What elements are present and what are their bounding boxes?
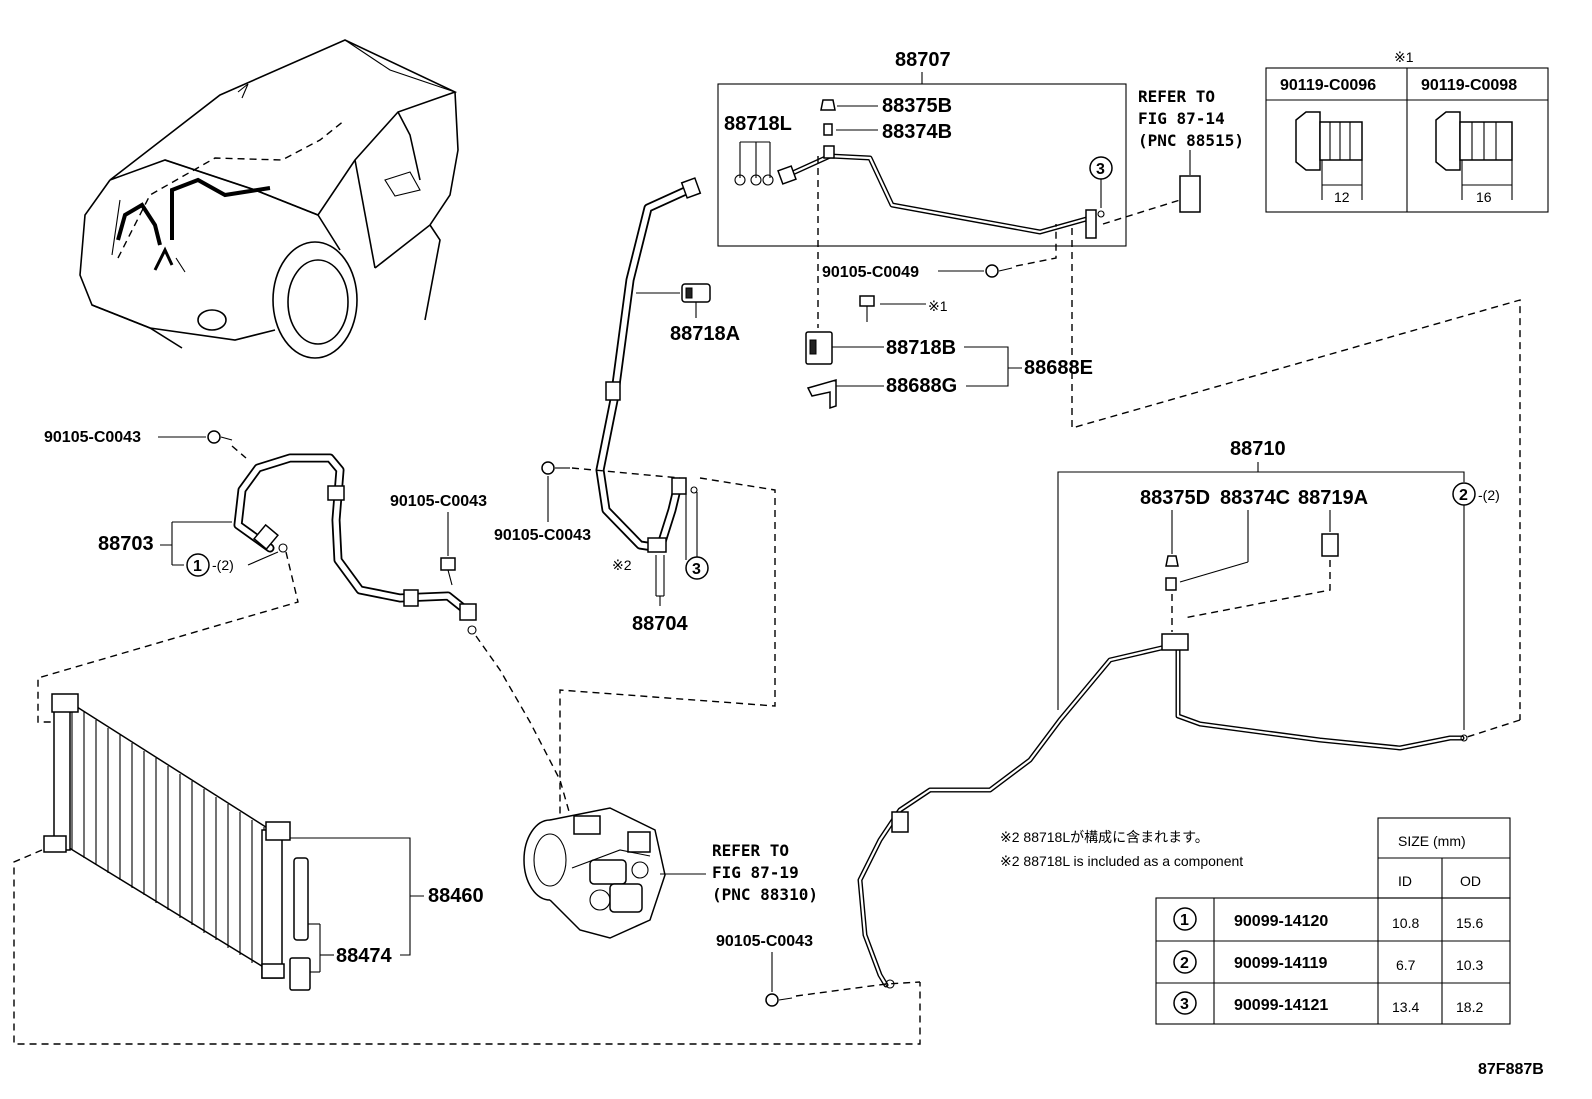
label-88688G[interactable]: 88688G bbox=[886, 375, 957, 397]
size-row-1-od: 15.6 bbox=[1456, 915, 1483, 931]
label-88474[interactable]: 88474 bbox=[336, 945, 392, 967]
svg-text:3: 3 bbox=[1180, 996, 1189, 1013]
size-row-2[interactable]: 2 90099-14119 6.7 10.3 bbox=[1173, 950, 1483, 974]
label-88707[interactable]: 88707 bbox=[895, 49, 951, 71]
svg-text:REFER TO: REFER TO bbox=[712, 841, 789, 860]
note-english: ※2 88718L is included as a component bbox=[1000, 853, 1243, 869]
callout-2-qty: -(2) bbox=[1478, 487, 1500, 503]
vehicle-illustration bbox=[79, 39, 459, 359]
cap-88375B bbox=[820, 99, 836, 111]
bolt-table-mark: ※1 bbox=[1394, 49, 1414, 65]
size-row-3-part: 90099-14121 bbox=[1234, 997, 1328, 1014]
hose-88703: 90105-C0043 88703 1 -(2) 90105-C0043 bbox=[37, 429, 571, 816]
label-88374B[interactable]: 88374B bbox=[882, 121, 952, 143]
svg-text:1: 1 bbox=[1180, 912, 1189, 929]
label-88375D[interactable]: 88375D bbox=[1140, 487, 1210, 509]
label-88718A[interactable]: 88718A bbox=[670, 323, 740, 345]
label-88374C[interactable]: 88374C bbox=[1220, 487, 1290, 509]
callout-1-qty: -(2) bbox=[212, 557, 234, 573]
callout-1-text: 1 bbox=[193, 558, 202, 575]
bolt-dim-12: 12 bbox=[1334, 189, 1350, 205]
label-90105-C0043-d[interactable]: 90105-C0043 bbox=[716, 933, 813, 950]
callout-2-text: 2 bbox=[1459, 487, 1468, 504]
size-row-1-part: 90099-14120 bbox=[1234, 913, 1328, 930]
size-row-3[interactable]: 3 90099-14121 13.4 18.2 bbox=[1173, 991, 1483, 1015]
label-88718L[interactable]: 88718L bbox=[724, 113, 792, 135]
callout-3-mid-text: 3 bbox=[692, 561, 701, 578]
label-90105-C0049[interactable]: 90105-C0049 bbox=[822, 264, 919, 281]
assembly-88707: 88707 88375B 88374B 88718L 3 bbox=[717, 49, 1127, 247]
mark1-bolt-note: ※1 bbox=[928, 298, 948, 314]
bolt-dim-16: 16 bbox=[1476, 189, 1492, 205]
svg-text:FIG 87-14: FIG 87-14 bbox=[1138, 109, 1225, 128]
callout-1[interactable] bbox=[186, 553, 210, 577]
label-88704[interactable]: 88704 bbox=[632, 613, 688, 635]
bolt-c0096[interactable]: 90119-C0096 bbox=[1280, 77, 1376, 94]
label-88460[interactable]: 88460 bbox=[428, 885, 484, 907]
hose-88704: 88718A 88704 ※2 3 90105-C0043 bbox=[494, 177, 776, 818]
condenser-88460: 88460 88474 bbox=[13, 693, 921, 1045]
refer-fig-87-14[interactable]: REFER TO FIG 87-14 (PNC 88515) bbox=[1102, 87, 1244, 225]
label-88710[interactable]: 88710 bbox=[1230, 438, 1286, 460]
size-row-2-id: 6.7 bbox=[1396, 957, 1416, 973]
note-japanese: ※2 88718Lが構成に含まれます。 bbox=[1000, 829, 1209, 845]
svg-text:REFER TO: REFER TO bbox=[1138, 87, 1215, 106]
size-od-label: OD bbox=[1460, 873, 1481, 889]
label-90105-C0043-b[interactable]: 90105-C0043 bbox=[494, 527, 591, 544]
size-row-2-od: 10.3 bbox=[1456, 957, 1483, 973]
svg-text:2: 2 bbox=[1180, 955, 1189, 972]
svg-text:FIG 87-19: FIG 87-19 bbox=[712, 863, 799, 882]
label-90105-C0043-a[interactable]: 90105-C0043 bbox=[44, 429, 141, 446]
mark2-88704: ※2 bbox=[612, 557, 632, 573]
core-88374B bbox=[823, 123, 833, 136]
size-row-3-od: 18.2 bbox=[1456, 999, 1483, 1015]
label-88719A[interactable]: 88719A bbox=[1298, 487, 1368, 509]
refer-fig-87-19[interactable]: REFER TO FIG 87-19 (PNC 88310) bbox=[712, 841, 818, 904]
svg-text:(PNC 88310): (PNC 88310) bbox=[712, 885, 818, 904]
callout-3-top-text: 3 bbox=[1096, 161, 1105, 178]
diagram-code: 87F887B bbox=[1478, 1061, 1544, 1078]
bolt-c0098[interactable]: 90119-C0098 bbox=[1421, 77, 1517, 94]
label-90105-C0043-c[interactable]: 90105-C0043 bbox=[390, 493, 487, 510]
bolt-table: ※1 90119-C0096 90119-C0098 12 16 bbox=[1265, 49, 1549, 213]
label-88688E[interactable]: 88688E bbox=[1024, 357, 1093, 379]
size-row-3-id: 13.4 bbox=[1392, 999, 1419, 1015]
svg-text:(PNC 88515): (PNC 88515) bbox=[1138, 131, 1244, 150]
size-header: SIZE (mm) bbox=[1398, 833, 1466, 849]
label-88375B[interactable]: 88375B bbox=[882, 95, 952, 117]
size-row-1[interactable]: 1 90099-14120 10.8 15.6 bbox=[1173, 907, 1483, 931]
label-88703[interactable]: 88703 bbox=[98, 533, 154, 555]
label-88718B[interactable]: 88718B bbox=[886, 337, 956, 359]
bracket-group-88688E: 90105-C0049 ※1 88718B 88688G 88688E bbox=[805, 156, 1521, 720]
size-row-2-part: 90099-14119 bbox=[1234, 955, 1328, 972]
size-id-label: ID bbox=[1398, 873, 1412, 889]
size-row-1-id: 10.8 bbox=[1392, 915, 1419, 931]
compressor bbox=[523, 807, 706, 939]
assembly-88710: 88710 88375D 88374C 88719A 2 -(2) 90105-… bbox=[716, 438, 1521, 1007]
size-table: SIZE (mm) ID OD 1 90099-14120 10.8 15.6 … bbox=[1155, 817, 1511, 1025]
